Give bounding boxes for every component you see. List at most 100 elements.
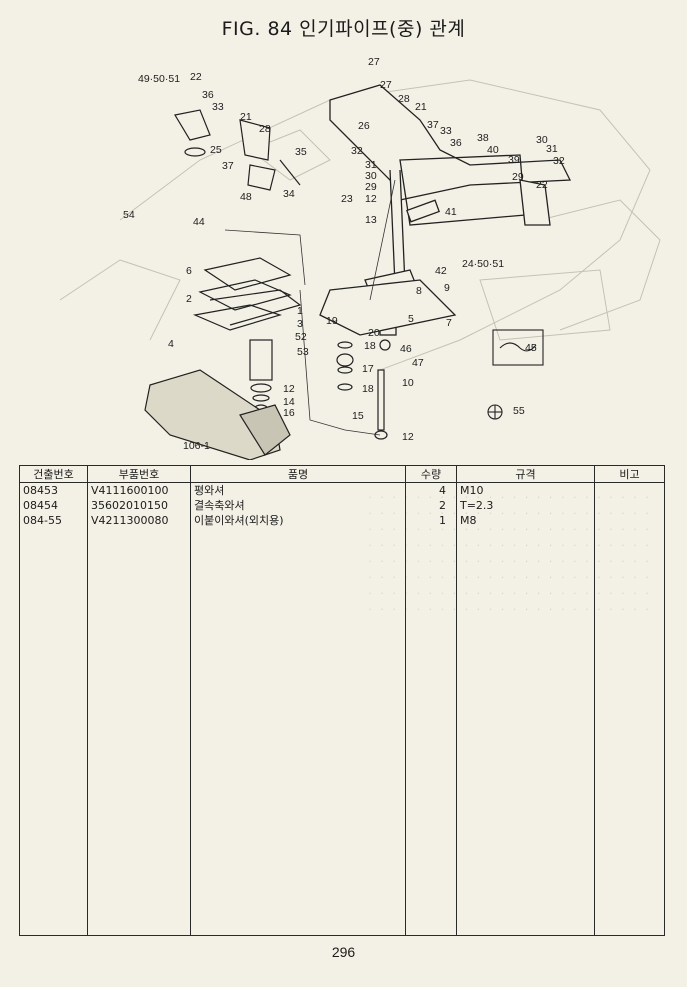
callout-label: 15 (352, 410, 364, 422)
table-cell-name: 이붙이와셔(외치용) (194, 514, 284, 527)
table-cell-part: 35602010150 (91, 499, 168, 512)
callout-label: 23 (341, 193, 353, 205)
table-cell-name: 평와셔 (194, 484, 225, 497)
exploded-parts-diagram: 49·50·51 22 36 33 25 21 28 37 48 35 34 2… (0, 40, 687, 461)
callout-label: 34 (283, 188, 295, 200)
callout-label: 29 (365, 181, 377, 193)
callout-label: 28 (398, 93, 410, 105)
callout-label: 24·50·51 (462, 258, 504, 270)
table-cell-note (598, 513, 664, 528)
parts-table: 건출번호 부품번호 품명 수량 규격 비고 08453 08454 084-55 (19, 465, 665, 936)
callout-label: 32 (351, 145, 363, 157)
callout-label: 5 (408, 313, 414, 325)
callout-label: 18 (362, 383, 374, 395)
callout-label: 3 (297, 318, 303, 330)
callout-label: 40 (487, 144, 499, 156)
callout-label: 7 (446, 317, 452, 329)
callout-label: 52 (295, 331, 307, 343)
callout-label: 42 (435, 265, 447, 277)
spec-column: M10 T=2.3 M8 (456, 482, 595, 936)
figure-title: FIG. 84 인기파이프(중) 관계 (221, 18, 466, 40)
callout-label: 106-1 (183, 440, 210, 452)
callout-label: 12 (283, 383, 295, 395)
table-cell-name: 결속축와셔 (194, 499, 245, 512)
page-number: 296 (331, 944, 356, 960)
code-column: 08453 08454 084-55 (19, 482, 88, 936)
callout-label: 53 (297, 346, 309, 358)
callout-label: 25 (210, 144, 222, 156)
callout-label: 18 (364, 340, 376, 352)
table-cell-code: 084-55 (23, 514, 62, 527)
callout-label: 37 (427, 119, 439, 131)
header-note: 비고 (594, 465, 665, 483)
callout-label: 31 (365, 159, 377, 171)
callout-label: 35 (295, 146, 307, 158)
table-cell-note (598, 483, 664, 498)
callout-label: 20 (368, 327, 380, 339)
header-part-name: 품명 (190, 465, 406, 483)
callout-label: 22 (536, 179, 548, 191)
callout-label: 33 (440, 125, 452, 137)
callout-label: 29 (512, 171, 524, 183)
table-cell-spec: T=2.3 (460, 499, 494, 512)
header-code: 건출번호 (19, 465, 88, 483)
table-cell-qty: 2 (439, 499, 446, 512)
callout-label: 31 (546, 143, 558, 155)
table-cell-qty: 1 (439, 514, 446, 527)
callout-label: 37 (222, 160, 234, 172)
table-cell-spec: M8 (460, 514, 477, 527)
callout-label: 54 (123, 209, 135, 221)
callout-label: 30 (365, 170, 377, 182)
callout-label: 13 (365, 214, 377, 226)
table-cell-part: V4211300080 (91, 514, 169, 527)
callout-label: 1 (297, 305, 303, 317)
table-header-row: 건출번호 부품번호 품명 수량 규격 비고 (19, 465, 665, 483)
callout-label: 49·50·51 (138, 73, 180, 85)
callout-label: 36 (450, 137, 462, 149)
callout-label: 47 (412, 357, 424, 369)
callout-label: 4 (168, 338, 174, 350)
callout-label: 27 (368, 56, 380, 68)
callout-label: 8 (416, 285, 422, 297)
callout-label: 16 (283, 407, 295, 419)
callout-label: 33 (212, 101, 224, 113)
table-cell-code: 08454 (23, 499, 58, 512)
callout-label: 10 (402, 377, 414, 389)
callout-label: 19 (326, 315, 338, 327)
callout-label: 38 (477, 132, 489, 144)
callout-label: 9 (444, 282, 450, 294)
callout-label: 41 (445, 206, 457, 218)
callout-label: 45 (525, 342, 537, 354)
callout-label: 48 (240, 191, 252, 203)
table-cell-code: 08453 (23, 484, 58, 497)
callout-label: 26 (358, 120, 370, 132)
callout-label: 44 (193, 216, 205, 228)
callout-label: 30 (536, 134, 548, 146)
callout-label: 46 (400, 343, 412, 355)
header-quantity: 수량 (405, 465, 457, 483)
part-number-column: V4111600100 35602010150 V4211300080 (87, 482, 191, 936)
table-body-row: 08453 08454 084-55 V4111600100 356020101… (19, 482, 665, 936)
callout-label: 21 (415, 101, 427, 113)
callout-label: 27 (380, 79, 392, 91)
callout-label: 36 (202, 89, 214, 101)
callout-label: 39 (508, 154, 520, 166)
table-cell-spec: M10 (460, 484, 484, 497)
callout-label: 14 (283, 396, 295, 408)
callout-label: 2 (186, 293, 192, 305)
callout-labels: 49·50·51 22 36 33 25 21 28 37 48 35 34 2… (123, 56, 565, 452)
table-cell-note (598, 498, 664, 513)
parts-table-wrapper: 건출번호 부품번호 품명 수량 규격 비고 08453 08454 084-55 (19, 465, 665, 936)
callout-label: 21 (240, 111, 252, 123)
callout-label: 6 (186, 265, 192, 277)
header-spec: 규격 (456, 465, 595, 483)
callout-label: 17 (362, 363, 374, 375)
callout-label: 12 (365, 193, 377, 205)
callout-label: 28 (259, 123, 271, 135)
table-cell-part: V4111600100 (91, 484, 169, 497)
callout-label: 32 (553, 155, 565, 167)
note-column (594, 482, 665, 936)
callout-label: 55 (513, 405, 525, 417)
table-cell-qty: 4 (439, 484, 446, 497)
